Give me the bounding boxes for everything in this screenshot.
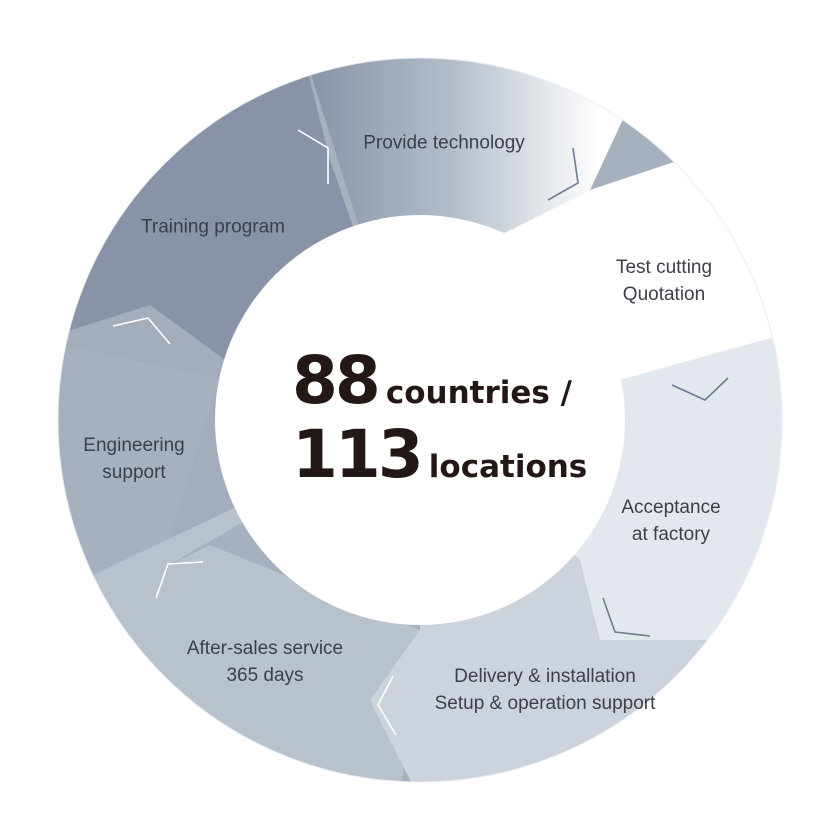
center-hole: [215, 215, 625, 625]
label-acceptance: Acceptance at factory: [621, 497, 721, 545]
chevron-icon: [377, 675, 397, 736]
countries-number: 88: [292, 342, 381, 419]
chevron-icon: [297, 129, 329, 184]
label-provide-technology: Provide technology: [363, 132, 525, 154]
chevron-icon: [547, 147, 579, 201]
label-delivery: Delivery & installation Setup & operatio…: [434, 666, 656, 714]
label-training: Training program: [141, 216, 285, 238]
countries-label: countries /: [385, 375, 572, 411]
label-after-sales: After-sales service 365 days: [186, 638, 344, 686]
chevron-icon: [155, 561, 204, 599]
label-engineering: Engineering support: [83, 435, 185, 483]
chevron-icon: [602, 597, 651, 637]
locations-number: 113: [292, 416, 424, 493]
chevron-icon: [671, 377, 729, 401]
label-test-cutting: Test cutting Quotation: [615, 257, 713, 305]
chevron-icon: [112, 317, 171, 345]
locations-label: locations: [428, 449, 588, 485]
